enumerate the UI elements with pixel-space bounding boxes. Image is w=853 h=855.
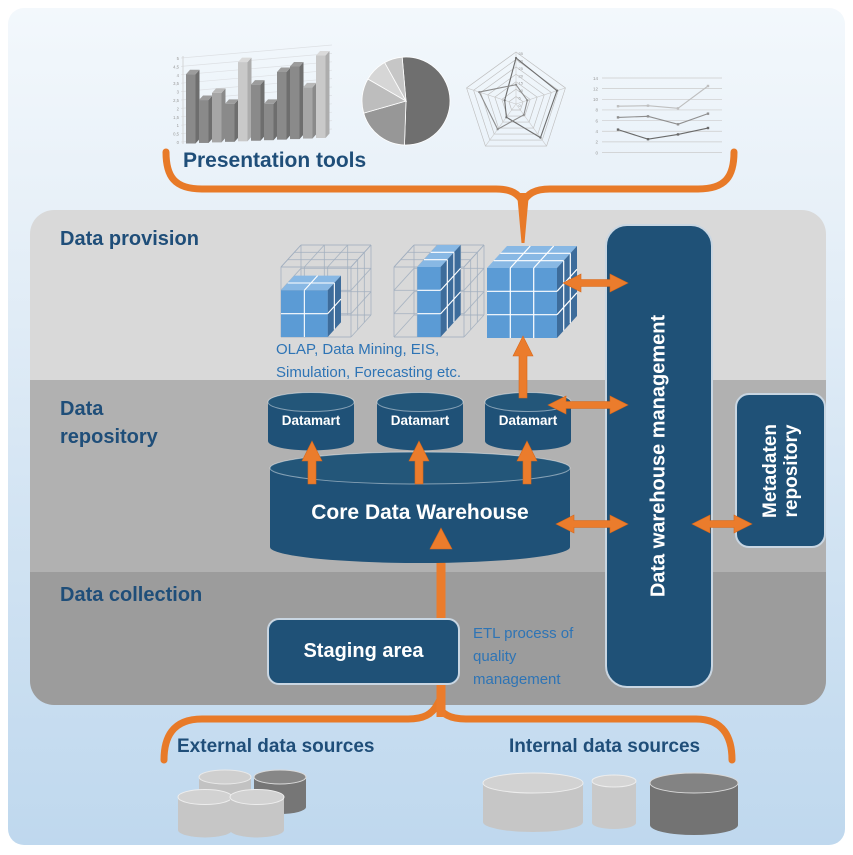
etl-caption: ETL process of quality management [473,625,574,688]
datamart1-label: Datamart [281,413,341,428]
internal-sources-heading: Internal data sources [509,736,701,757]
data-provision-heading: Data provision [60,228,199,250]
presentation-tools-title: Presentation tools [183,149,367,172]
staging-area-label: Staging area [303,640,424,662]
staging-area-box: Staging area [267,618,460,685]
core-data-warehouse-label: Core Data Warehouse [311,501,529,524]
external-sources-heading: External data sources [177,736,375,757]
data-repository-heading: Data repository [60,398,158,448]
datamart3-label: Datamart [498,413,558,428]
metadata-repository-label: Metadaten repository [759,423,802,518]
data-warehouse-management-label: Data warehouse management [647,314,670,598]
data-warehouse-management-box: Data warehouse management [605,224,713,688]
data-collection-heading: Data collection [60,584,203,606]
olap-caption: OLAP, Data Mining, EIS, Simulation, Fore… [276,341,462,381]
metadata-repository-box: Metadaten repository [735,393,826,548]
datamart2-label: Datamart [390,413,450,428]
